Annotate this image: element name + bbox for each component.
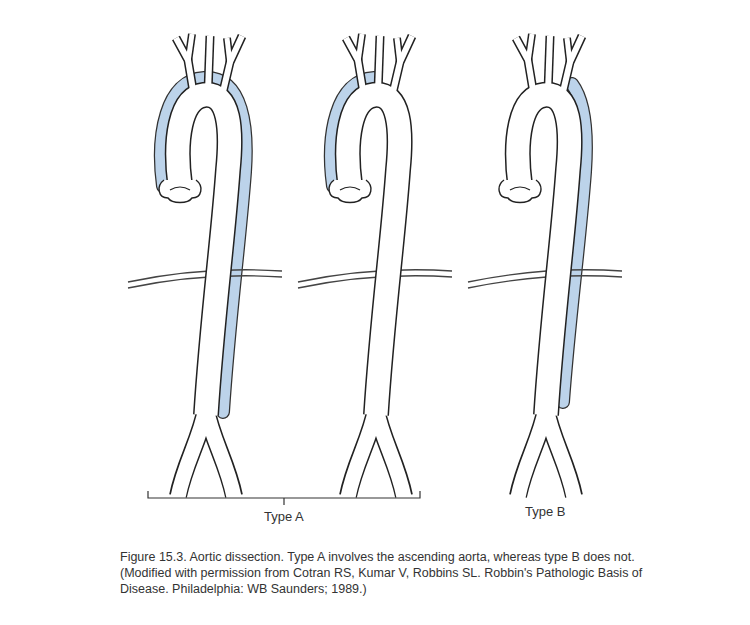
- type-a-bracket: [148, 491, 420, 505]
- figure-label: Type B: [523, 504, 567, 519]
- aorta-figure: [468, 34, 622, 497]
- aorta-figure: [128, 34, 282, 497]
- figure-caption: Figure 15.3. Aortic dissection. Type A i…: [120, 549, 645, 597]
- aorta-figure: [298, 34, 452, 497]
- figure-label: Type A: [262, 509, 306, 524]
